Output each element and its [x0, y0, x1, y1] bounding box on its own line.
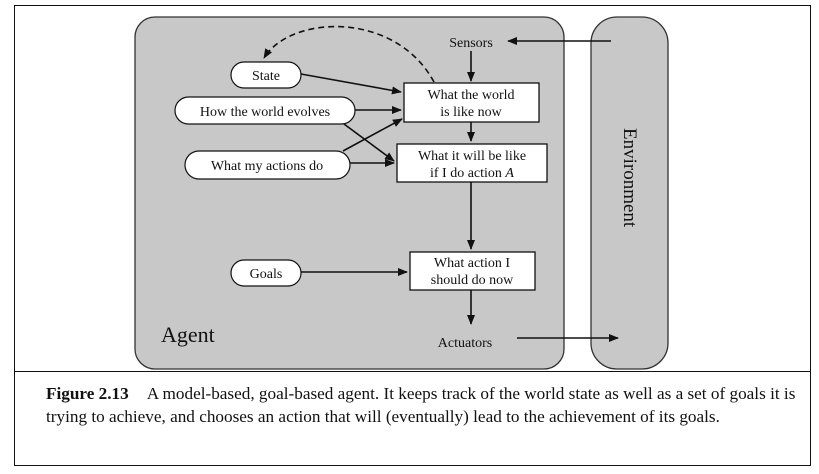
world-now-label-line1: What the world [427, 88, 514, 103]
goals-pill [230, 259, 302, 287]
state-label: State [252, 69, 280, 84]
world-now-box [403, 82, 540, 123]
action-box [409, 251, 536, 291]
sensors-label: Sensors [449, 36, 493, 51]
caption-text: A model-based, goal-based agent. It keep… [46, 384, 796, 426]
agent-region [134, 16, 565, 370]
action-label-line1: What action I [434, 256, 511, 271]
will-be-label-line1: What it will be like [418, 149, 526, 164]
will-be-box [396, 143, 548, 183]
caption-divider [14, 371, 811, 372]
world-evolves-label: How the world evolves [200, 105, 330, 120]
figure-label: Figure 2.13 [46, 384, 129, 403]
actions-do-pill [184, 150, 351, 180]
world-now-label-line2: is like now [440, 105, 502, 120]
figure-frame [14, 5, 811, 466]
actions-do-label: What my actions do [211, 159, 323, 174]
environment-label: Environment [619, 128, 640, 228]
goals-label: Goals [250, 267, 283, 282]
agent-label: Agent [161, 322, 215, 347]
arrow-world-to-state-dashed [263, 25, 435, 83]
will-be-label-var: A [504, 166, 514, 181]
arrow-evolves-to-willbe [343, 123, 395, 162]
action-label-line2: should do now [431, 273, 514, 288]
state-pill [230, 61, 302, 89]
arrow-actions-to-world [342, 118, 403, 152]
actuators-label: Actuators [438, 336, 492, 351]
will-be-label-line2: if I do action A [430, 166, 514, 181]
will-be-label-prefix: if I do action [430, 166, 505, 181]
environment-region [590, 16, 669, 370]
arrow-state-to-world [300, 73, 402, 95]
